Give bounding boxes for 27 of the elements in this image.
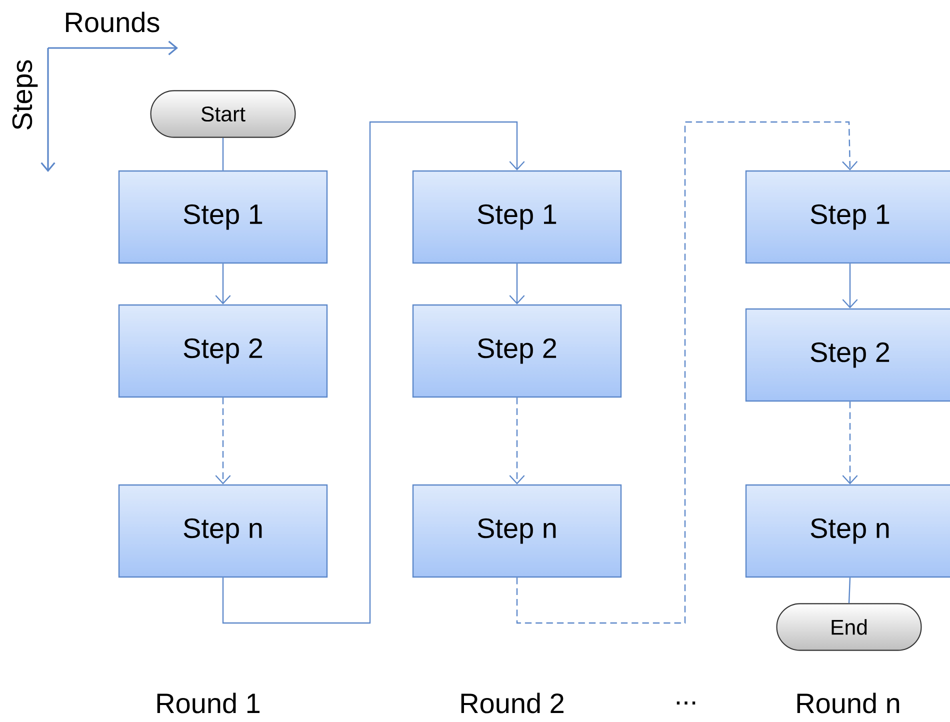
connector [222,138,224,170]
terminator: Start [150,90,296,138]
process-box: Step n [745,484,950,578]
process-box: Step 1 [412,170,622,264]
process-box: Step 1 [745,170,950,264]
column-label: Round 1 [157,692,260,714]
ellipsis: ... [676,702,696,704]
connector [842,264,858,308]
process-box: Step 2 [412,304,622,398]
axis-label: Rounds [66,12,160,32]
connector [215,264,231,304]
connector [215,398,231,484]
connector [848,578,851,604]
process-box: Step 2 [118,304,328,398]
connector [509,398,525,484]
axis-label: Steps [12,60,38,130]
connector [516,121,858,624]
process-box: Step 2 [745,308,950,402]
connector [842,402,858,484]
process-box: Step n [118,484,328,578]
column-label: Round 2 [461,692,564,714]
column-label: Round n [797,692,900,714]
process-box: Step n [412,484,622,578]
terminator: End [776,603,922,651]
connector [509,264,525,304]
process-box: Step 1 [118,170,328,264]
connector [222,121,525,624]
